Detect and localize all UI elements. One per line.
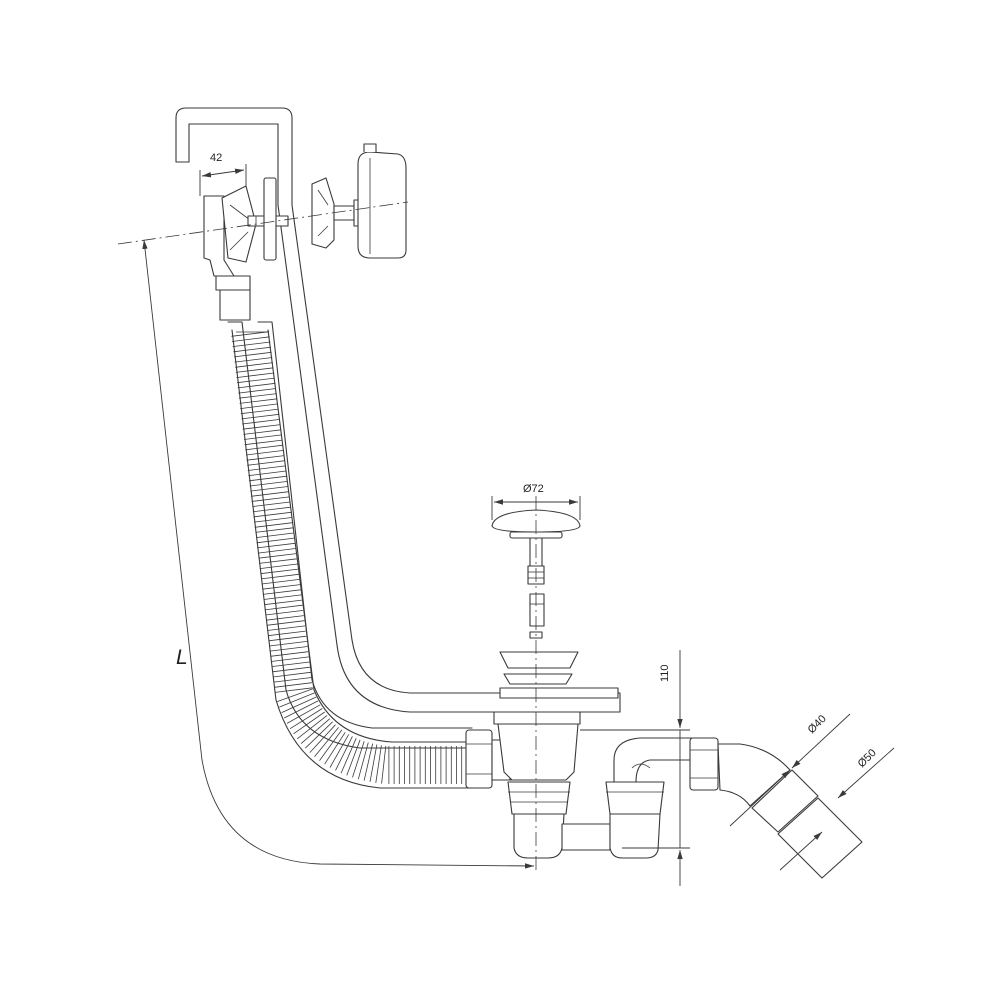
dimension-overflow-width: 42 [199, 152, 247, 196]
hose-rib [235, 367, 274, 373]
outlet-elbow [689, 737, 863, 879]
waste-trap [493, 711, 693, 859]
hose-rib [259, 558, 297, 564]
hose-rib [238, 388, 277, 394]
hose-rib [266, 615, 304, 621]
tub-floor-plate [499, 687, 619, 699]
plug-diameter-label: Ø72 [523, 483, 544, 495]
dimension-hose-length: L [142, 239, 535, 869]
hose-rib [248, 470, 287, 477]
hose-rib [277, 688, 314, 702]
hose-rib [273, 677, 312, 683]
hose-rib [264, 599, 302, 606]
hose-rib [271, 661, 310, 667]
hose-rib [239, 398, 278, 404]
hose-rib [263, 594, 302, 600]
hose-rib [257, 542, 296, 549]
hose-rib [243, 434, 282, 440]
hose-rib [300, 718, 331, 744]
hose-rib [309, 724, 336, 753]
hose-rib [237, 377, 275, 384]
hose-rib [268, 635, 307, 642]
hose-rib [254, 522, 293, 528]
hose-rib [266, 620, 305, 626]
hose-rib [250, 491, 289, 497]
hose-rib [260, 568, 299, 575]
corrugated-hose [215, 275, 473, 789]
hose-rib [252, 506, 291, 513]
hose-rib [240, 403, 278, 409]
centre-lines [117, 201, 537, 870]
trap-height-label: 110 [659, 664, 671, 682]
hose-rib [235, 362, 273, 368]
hose-rib [232, 341, 271, 347]
hose-rib [267, 630, 306, 637]
hose-rib [253, 511, 292, 518]
hose-rib [255, 532, 294, 538]
hose-rib [256, 537, 295, 544]
hose-rib [267, 625, 306, 631]
hose-rib [259, 563, 298, 569]
hose-rib [264, 604, 303, 611]
hose-rib [381, 745, 387, 784]
hose-rib [246, 455, 285, 461]
hose-rib [272, 666, 311, 673]
hose-rib [242, 419, 280, 425]
hose-rib [262, 589, 301, 595]
overflow-width-label: 42 [210, 152, 222, 164]
hose-rib [269, 641, 308, 647]
hose-rib [261, 579, 300, 585]
hose-rib [250, 486, 289, 492]
hose-rib [269, 646, 308, 652]
hose-rib [258, 553, 297, 559]
hose-rib [247, 460, 285, 466]
hose-rib [375, 745, 382, 783]
hose-rib [245, 444, 284, 451]
hose-rib [231, 336, 270, 342]
hose-rib [270, 651, 309, 657]
hose-length-label: L [176, 646, 188, 669]
hose-rib [242, 424, 281, 430]
hose-rib [252, 501, 290, 507]
hose-rib [305, 721, 333, 749]
hose-rib [274, 687, 313, 693]
hose-rib [240, 408, 279, 415]
hose-rib [296, 715, 328, 740]
hose-rib [238, 393, 277, 399]
hose-rib [249, 481, 288, 487]
hose-rib [236, 372, 275, 378]
hose-rib [271, 656, 309, 662]
outlet-inner-diameter-label: Ø40 [806, 713, 829, 736]
hose-rib [233, 346, 272, 353]
hose-rib [237, 382, 276, 389]
hose-rib [245, 450, 284, 456]
hose-rib [319, 729, 343, 761]
hose-rib [247, 465, 286, 471]
dimension-trap-height: 110 [580, 650, 690, 886]
hose-rib [244, 439, 283, 446]
hose-rib [234, 357, 273, 363]
hose-rib [274, 682, 313, 688]
hose-rib [265, 610, 304, 616]
hose-rib [262, 584, 301, 590]
hose-rib [260, 573, 299, 580]
overflow-head-assembly [203, 143, 407, 277]
hose-rib [233, 351, 272, 358]
hose-rib [255, 527, 294, 533]
hose-rib [254, 517, 292, 523]
hose-rib [243, 429, 282, 435]
hose-rib [241, 413, 280, 420]
hose-rib [272, 671, 311, 678]
hose-rib [251, 496, 290, 502]
hose-rib [257, 548, 296, 554]
outlet-outer-diameter-label: Ø50 [856, 747, 879, 770]
hose-rib [248, 475, 287, 482]
